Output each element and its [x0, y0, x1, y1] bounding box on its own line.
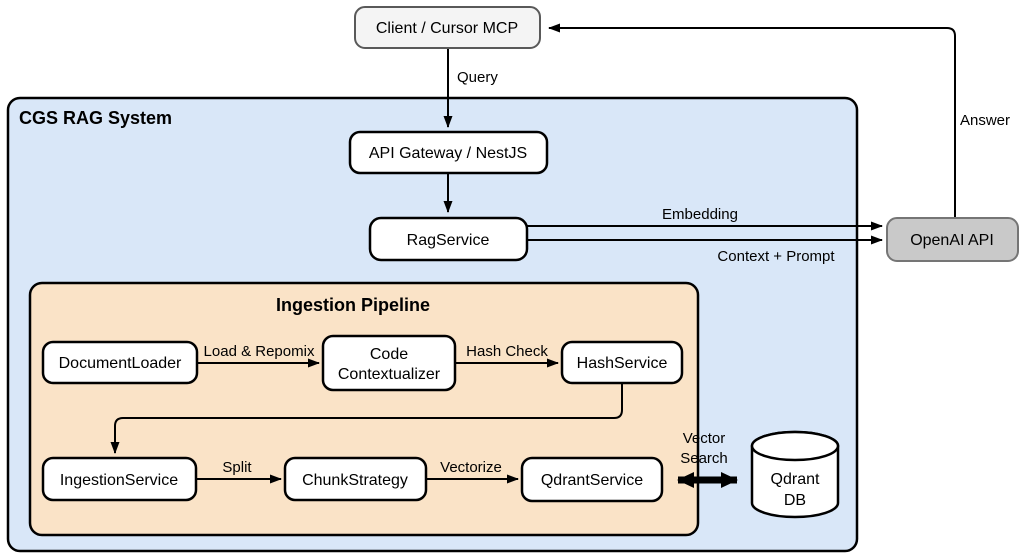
rag-service-node-box — [368, 216, 529, 262]
hash-service-node: HashService — [560, 340, 684, 385]
qdrant-db-label-line2: DB — [784, 492, 806, 509]
client-node: Client / Cursor MCP — [354, 6, 541, 49]
document-loader-label: DocumentLoader — [59, 355, 182, 372]
split-label: Split — [222, 459, 252, 476]
openai-label: OpenAI API — [910, 232, 994, 249]
openai-node: OpenAI API — [886, 217, 1019, 262]
qdrant-db-node: Qdrant DB — [750, 430, 840, 519]
query-label: Query — [457, 69, 498, 86]
qdrant-service-label: QdrantService — [541, 472, 643, 489]
rag-service-label: RagService — [407, 232, 490, 249]
context-prompt-label: Context + Prompt — [717, 248, 835, 265]
api-gateway-node-box — [348, 130, 549, 175]
qdrant-db-cylinder-top — [750, 430, 840, 462]
document-loader-node: DocumentLoader — [41, 340, 199, 385]
embedding-label: Embedding — [662, 206, 738, 223]
openai-node-box — [886, 217, 1019, 262]
code-contextualizer-label-line1: Code — [370, 346, 408, 363]
vectorize-label: Vectorize — [440, 459, 502, 476]
ingestion-service-node-box — [41, 456, 198, 502]
code-contextualizer-node: Code Contextualizer — [321, 334, 457, 392]
pipeline-title: Ingestion Pipeline — [276, 295, 430, 315]
ingestion-service-node: IngestionService — [41, 456, 198, 502]
answer-label: Answer — [960, 112, 1010, 129]
answer-arrow — [548, 23, 956, 218]
qdrant-service-node-box — [520, 456, 664, 503]
client-node-box — [354, 6, 541, 49]
chunk-strategy-node-box — [283, 456, 428, 502]
hash-to-ingestion-arrow — [110, 383, 623, 454]
api-gateway-label: API Gateway / NestJS — [369, 145, 527, 162]
document-loader-node-box — [41, 340, 199, 385]
vector-search-label-line1: Vector — [683, 430, 726, 447]
hash-check-label: Hash Check — [466, 343, 548, 360]
qdrant-db-label-line1: Qdrant — [771, 471, 820, 488]
system-title: CGS RAG System — [19, 108, 172, 128]
hash-service-label: HashService — [577, 355, 668, 372]
load-repomix-label: Load & Repomix — [204, 343, 315, 360]
rag-service-node: RagService — [368, 216, 529, 262]
chunk-strategy-label: ChunkStrategy — [302, 472, 408, 489]
code-contextualizer-node-box — [321, 334, 457, 392]
api-gateway-node: API Gateway / NestJS — [348, 130, 549, 175]
hash-service-node-box — [560, 340, 684, 385]
code-contextualizer-label-line2: Contextualizer — [338, 366, 441, 383]
qdrant-service-node: QdrantService — [520, 456, 664, 503]
ingestion-service-label: IngestionService — [60, 472, 178, 489]
client-label: Client / Cursor MCP — [376, 20, 518, 37]
chunk-strategy-node: ChunkStrategy — [283, 456, 428, 502]
vector-search-label-line2: Search — [680, 450, 728, 467]
